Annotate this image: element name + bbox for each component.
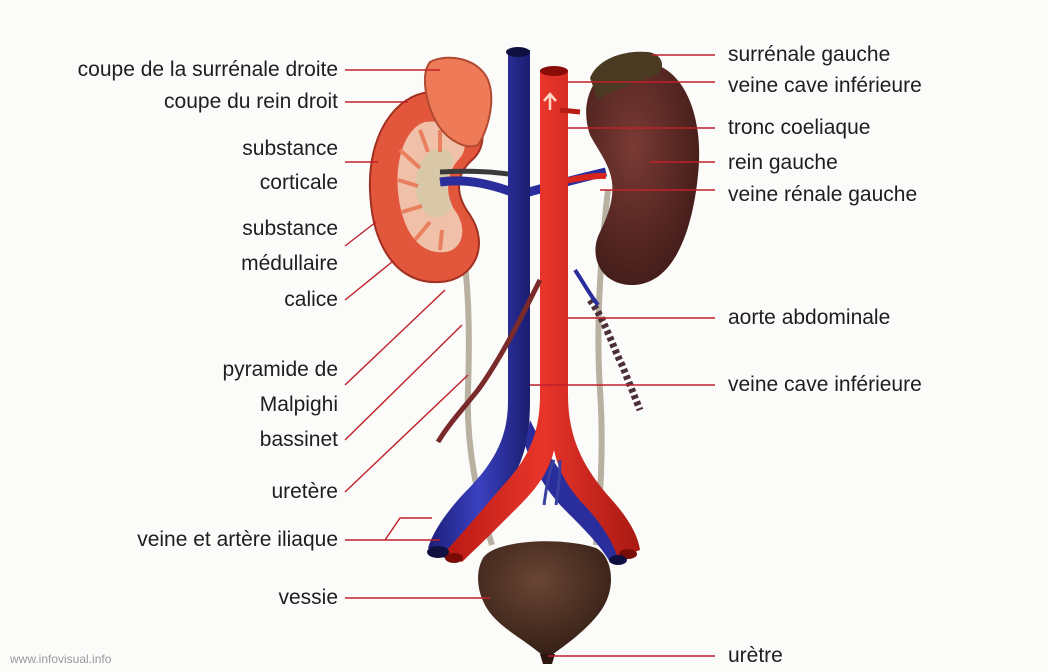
label-ureter: uretère [271, 480, 338, 504]
label-pyramid-line1: pyramide de [222, 358, 338, 382]
label-cortex-line1: substance [242, 137, 338, 161]
label-vena-cava-top: veine cave inférieure [728, 74, 922, 98]
label-bladder: vessie [278, 586, 338, 610]
label-iliac: veine et artère iliaque [137, 528, 338, 552]
label-calyx: calice [284, 288, 338, 312]
celiac-trunk [560, 110, 580, 112]
label-adrenal-left: surrénale gauche [728, 43, 890, 67]
label-celiac-trunk: tronc coeliaque [728, 116, 870, 140]
label-medulla-line2: médullaire [241, 252, 338, 276]
bladder [478, 541, 611, 655]
label-medulla-line1: substance [242, 217, 338, 241]
label-vena-cava: veine cave inférieure [728, 373, 922, 397]
label-pelvis: bassinet [260, 428, 338, 452]
label-urethra: urètre [728, 644, 783, 668]
label-renal-vein-left: veine rénale gauche [728, 183, 917, 207]
watermark: www.infovisual.info [10, 652, 111, 666]
label-aorta: aorte abdominale [728, 306, 890, 330]
label-cortex-line2: corticale [260, 171, 338, 195]
label-adrenal-right: coupe de la surrénale droite [78, 58, 338, 82]
label-kidney-left: rein gauche [728, 151, 838, 175]
label-pyramid-line2: Malpighi [260, 393, 338, 417]
label-kidney-right: coupe du rein droit [164, 90, 338, 114]
